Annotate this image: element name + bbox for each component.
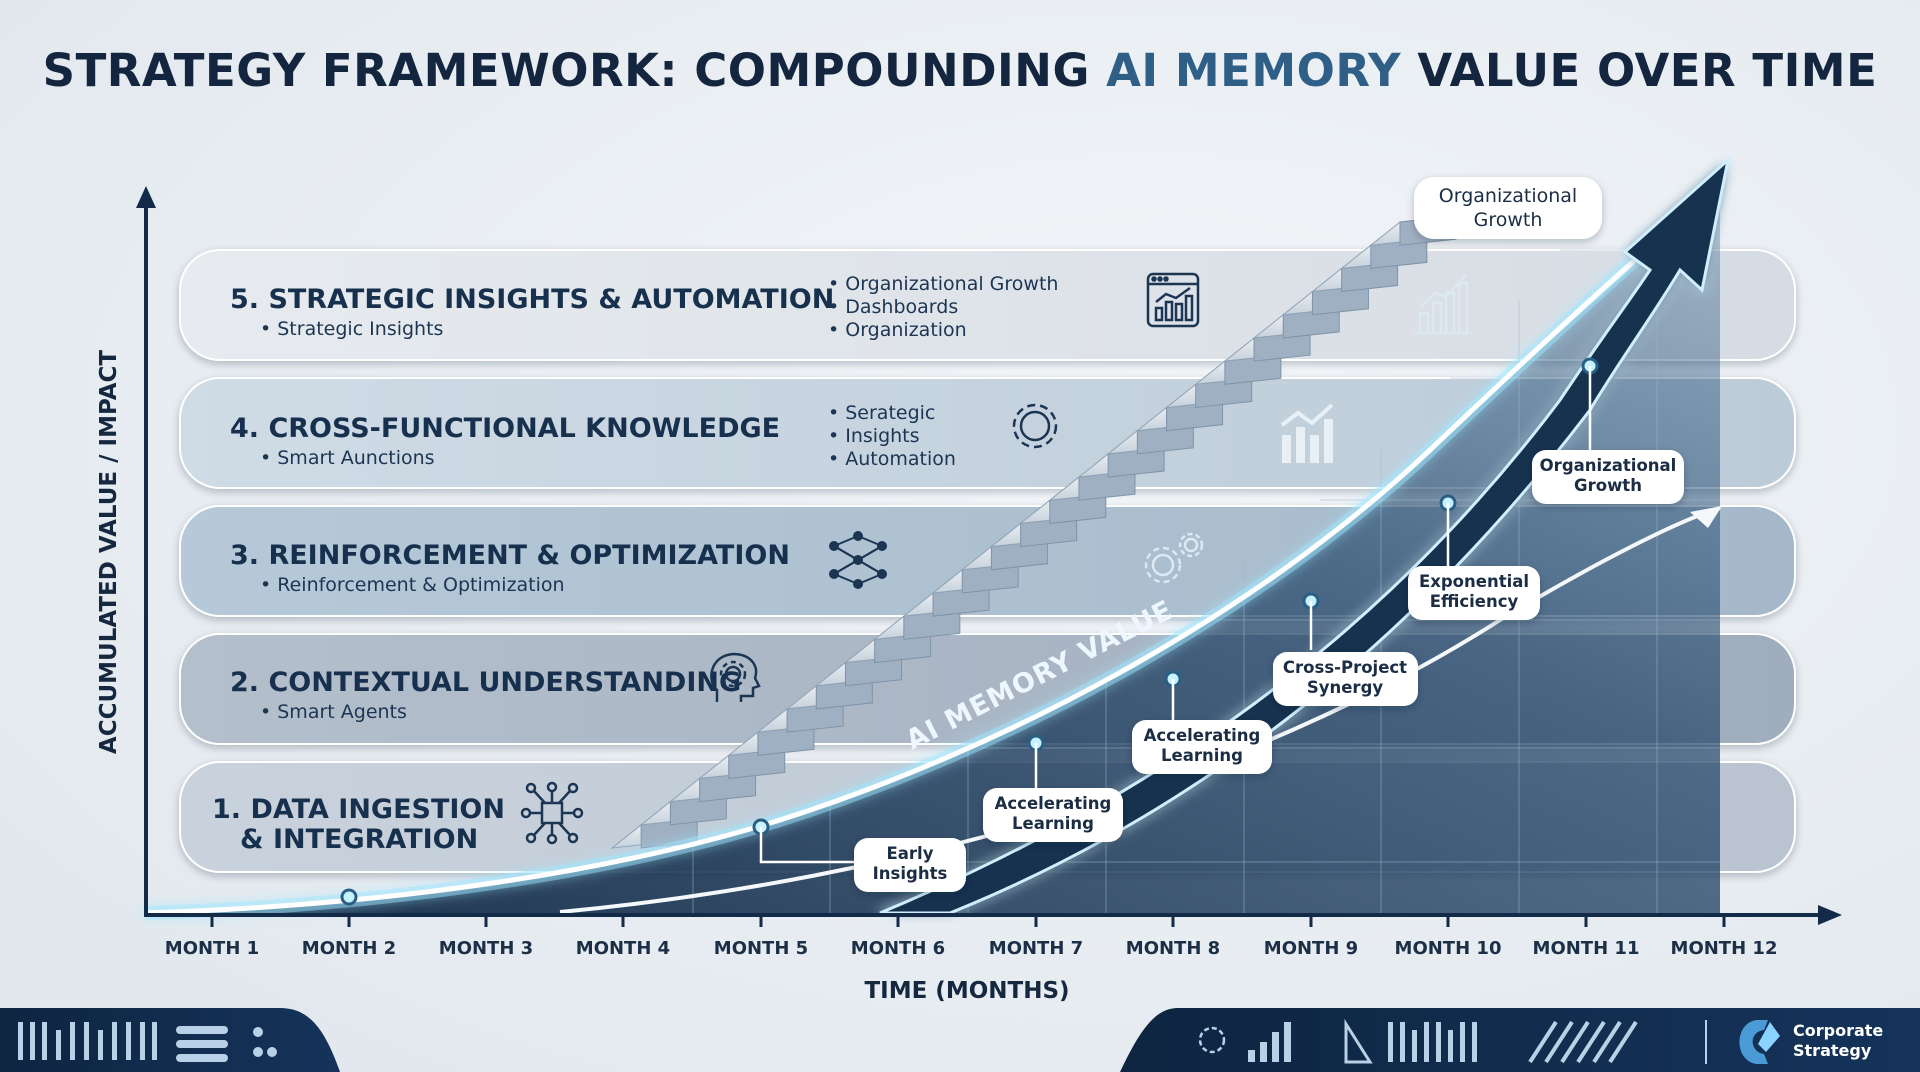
callout-top-organizational-growth: Organizational Growth: [1414, 177, 1602, 239]
month-label: MONTH 11: [1533, 938, 1640, 959]
callout-line: Growth: [1474, 209, 1543, 231]
callout-accelerating-learning-2: Accelerating Learning: [1132, 720, 1272, 774]
gear-icon: [1012, 403, 1058, 449]
main-growth-arrow: [879, 155, 1731, 915]
neural-network-icon: [829, 531, 887, 589]
brand-line: Corporate: [1793, 1021, 1883, 1040]
month-label: MONTH 5: [714, 938, 808, 959]
bar-growth-icon: [1414, 274, 1472, 335]
tier-4-sub: • Smart Aunctions: [260, 447, 435, 469]
staircase: [610, 215, 1458, 849]
callout-cross-project-synergy: Cross-Project Synergy: [1273, 652, 1418, 706]
x-axis-title: TIME (MONTHS): [864, 978, 1069, 1004]
month-label: MONTH 8: [1126, 938, 1220, 959]
callout-line: Early: [887, 844, 934, 863]
tier-1-title-line1: 1. DATA INGESTION: [212, 794, 505, 825]
tier-5-bullet: • Dashboards: [828, 296, 958, 318]
secondary-arrowhead: [1690, 506, 1722, 528]
month-labels: MONTH 1 MONTH 2 MONTH 3 MONTH 4 MONTH 5 …: [165, 938, 1778, 959]
callout-line: Cross-Project: [1283, 658, 1407, 677]
callout-line: Growth: [1574, 476, 1642, 495]
callout-line: Efficiency: [1430, 592, 1519, 611]
x-axis-arrowhead: [1818, 905, 1842, 925]
callout-line: Accelerating: [995, 794, 1112, 813]
callout-line: Organizational: [1540, 456, 1677, 475]
page-title: STRATEGY FRAMEWORK: COMPOUNDING AI MEMOR…: [0, 44, 1920, 97]
footer-right-band: [1120, 1008, 1920, 1072]
head-gear-icon: [710, 652, 761, 702]
milestone-dot: [340, 888, 358, 906]
tier-5-bullet: • Organization: [828, 319, 967, 341]
tier-3-title: 3. REINFORCEMENT & OPTIMIZATION: [230, 540, 790, 571]
callout-line: Insights: [873, 864, 948, 883]
tier-5-sub: • Strategic Insights: [260, 318, 443, 340]
month-label: MONTH 3: [439, 938, 533, 959]
callout-line: Learning: [1161, 746, 1243, 765]
month-label: MONTH 10: [1395, 938, 1502, 959]
callout-exponential-efficiency: Exponential Efficiency: [1408, 566, 1540, 620]
tier-2-sub: • Smart Agents: [260, 701, 407, 723]
month-label: MONTH 1: [165, 938, 259, 959]
month-label: MONTH 9: [1264, 938, 1358, 959]
y-axis-arrowhead: [136, 186, 156, 208]
callout-line: Organizational: [1439, 185, 1577, 207]
main-trend-line: [144, 236, 1662, 916]
corporate-strategy-logo: [1739, 1020, 1780, 1064]
title-suffix: VALUE OVER TIME: [1401, 44, 1878, 97]
y-axis-title: ACCUMULATED VALUE / IMPACT: [96, 350, 122, 755]
month-label: MONTH 2: [302, 938, 396, 959]
dashboard-chart-icon: [1146, 272, 1200, 328]
callout-line: Accelerating: [1144, 726, 1261, 745]
month-label: MONTH 7: [989, 938, 1083, 959]
trend-up-icon: [1280, 403, 1334, 463]
callout-line: Exponential: [1419, 572, 1529, 591]
milestone-connectors: [759, 366, 1592, 864]
month-ticks: [210, 915, 1726, 927]
tier-4-bullet: • Serategic: [828, 402, 935, 424]
secondary-trend-arrow: [559, 506, 1721, 914]
tier-4-bullet: • Insights: [828, 425, 920, 447]
month-label: MONTH 6: [851, 938, 945, 959]
footer-barcode-left: [18, 1022, 277, 1062]
tier-4-band: [179, 377, 1796, 489]
footer-left-band: [0, 1008, 340, 1072]
tier-2-title: 2. CONTEXTUAL UNDERSTANDING: [230, 667, 741, 698]
tier-3-sub: • Reinforcement & Optimization: [260, 574, 565, 596]
tier-1-title-line2: & INTEGRATION: [240, 824, 478, 855]
month-label: MONTH 12: [1671, 938, 1778, 959]
tier-5-title: 5. STRATEGIC INSIGHTS & AUTOMATION: [230, 284, 834, 315]
title-accent: AI MEMORY: [1106, 44, 1402, 97]
callout-accelerating-learning-1: Accelerating Learning: [983, 788, 1123, 842]
gears-icon: [1144, 532, 1204, 584]
value-area: [145, 190, 1720, 913]
callout-early-insights: Early Insights: [854, 838, 966, 892]
callout-organizational-growth: Organizational Growth: [1532, 450, 1684, 504]
title-prefix: STRATEGY FRAMEWORK: COMPOUNDING: [42, 44, 1107, 97]
integration-hub-icon: [520, 781, 584, 845]
month-label: MONTH 4: [576, 938, 670, 959]
callout-line: Synergy: [1307, 678, 1384, 697]
tier-4-bullet: • Automation: [828, 448, 956, 470]
footer-decor-right: [1198, 1018, 1707, 1064]
callout-line: Learning: [1012, 814, 1094, 833]
tier-4-title: 4. CROSS-FUNCTIONAL KNOWLEDGE: [230, 413, 780, 444]
brand-line: Strategy: [1793, 1041, 1872, 1060]
tier-5-bullet: • Organizational Growth: [828, 273, 1058, 295]
